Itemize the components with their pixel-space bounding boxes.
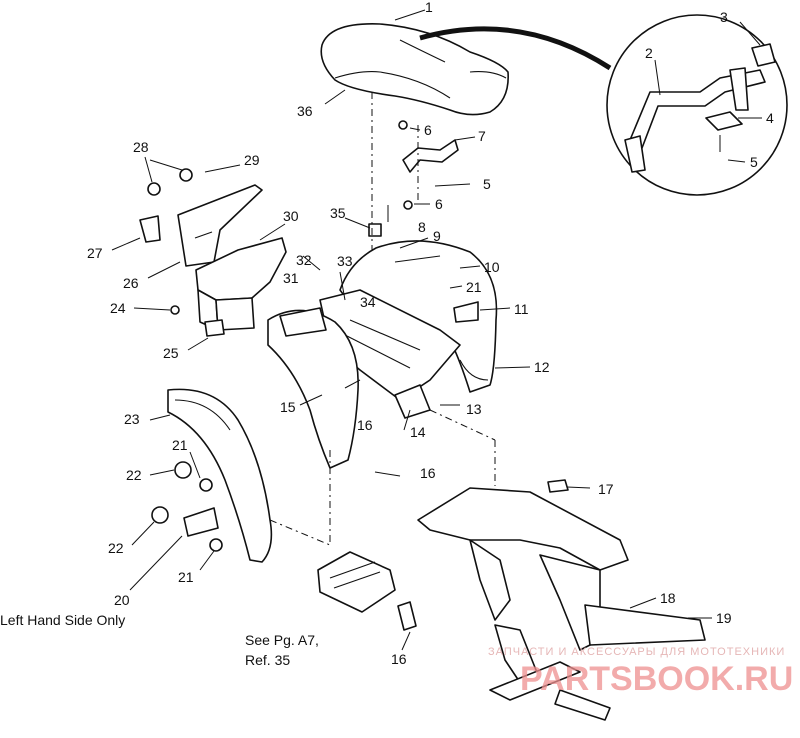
callout-35: 35 (330, 205, 346, 221)
callout-21c: 21 (178, 569, 194, 585)
footrest (317, 551, 417, 631)
flare-hardware (151, 461, 223, 552)
callout-2: 2 (645, 45, 653, 61)
callout-29: 29 (244, 152, 260, 168)
callout-5b: 5 (483, 176, 491, 192)
callout-3: 3 (720, 9, 728, 25)
rear-fender (339, 240, 498, 393)
seat-latch-cable (419, 26, 612, 71)
seat-latch-inset (606, 14, 788, 196)
callout-22: 22 (126, 467, 142, 483)
callout-26: 26 (123, 275, 139, 291)
callout-17: 17 (598, 481, 614, 497)
callout-36: 36 (297, 103, 313, 119)
callout-18: 18 (660, 590, 676, 606)
storage-box (170, 237, 287, 337)
callout-25: 25 (163, 345, 179, 361)
assembly-lines (269, 92, 496, 546)
left-hand-side-note: Left Hand Side Only (0, 612, 125, 628)
frame (417, 479, 706, 721)
callout-9: 9 (433, 228, 441, 244)
heat-shield-assembly (139, 168, 263, 267)
callout-16b: 16 (420, 465, 436, 481)
seat-hardware (368, 120, 459, 237)
callout-5: 5 (750, 154, 758, 170)
callout-27: 27 (87, 245, 103, 261)
callout-23: 23 (124, 411, 140, 427)
callout-10: 10 (484, 259, 500, 275)
callout-16c: 16 (391, 651, 407, 667)
callout-15: 15 (280, 399, 296, 415)
center-tray (319, 289, 461, 419)
leader-lines (111, 9, 762, 651)
callout-14: 14 (410, 424, 426, 440)
callout-30: 30 (283, 208, 299, 224)
callout-20: 20 (114, 592, 130, 608)
diagram-notes: Left Hand Side Only See Pg. A7, Ref. 35 (0, 612, 319, 668)
callout-1: 1 (425, 0, 433, 15)
callout-13: 13 (466, 401, 482, 417)
callout-21: 21 (466, 279, 482, 295)
seat (320, 23, 509, 116)
callout-24: 24 (110, 300, 126, 316)
callout-32: 32 (296, 252, 312, 268)
watermark-tagline: ЗАПЧАСТИ И АКСЕССУАРЫ ДЛЯ МОТОТЕХНИКИ (488, 646, 785, 658)
callout-28: 28 (133, 139, 149, 155)
callout-7: 7 (478, 128, 486, 144)
callout-12: 12 (534, 359, 550, 375)
watermark-logo: PARTSBOOK.RU (520, 660, 793, 698)
callout-22b: 22 (108, 540, 124, 556)
callout-21b: 21 (172, 437, 188, 453)
callout-33: 33 (337, 253, 353, 269)
front-fender-flare (167, 388, 273, 563)
callout-31: 31 (283, 270, 299, 286)
reference-note: Ref. 35 (245, 652, 290, 668)
callout-8: 8 (418, 219, 426, 235)
callout-4: 4 (766, 110, 774, 126)
callout-6: 6 (424, 122, 432, 138)
callout-11: 11 (514, 301, 529, 317)
callout-16: 16 (357, 417, 373, 433)
see-page-note: See Pg. A7, (245, 632, 319, 648)
callout-6b: 6 (435, 196, 443, 212)
callout-labels: 1 2 3 4 5 36 6 7 5 6 28 29 27 26 30 35 8… (87, 0, 774, 667)
watermark: ЗАПЧАСТИ И АКСЕССУАРЫ ДЛЯ МОТОТЕХНИКИ PA… (488, 646, 793, 698)
callout-19: 19 (716, 610, 732, 626)
left-fender (267, 307, 401, 477)
callout-34: 34 (360, 294, 376, 310)
